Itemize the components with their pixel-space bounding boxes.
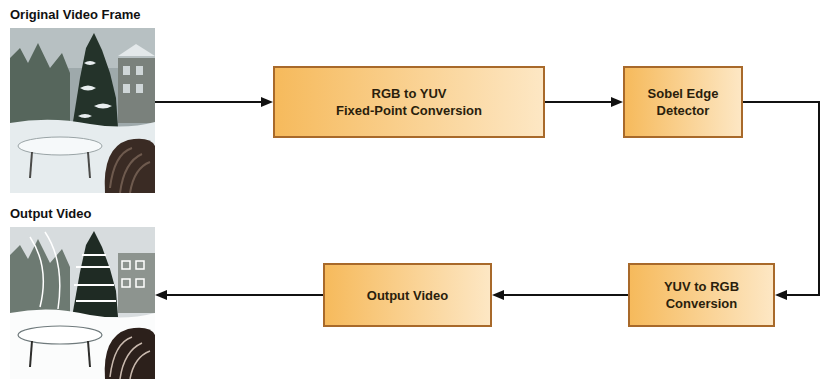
- frame-heading: Output Video: [10, 206, 93, 222]
- frame-heading: Original Video Frame: [10, 7, 143, 23]
- text-word: Fixed-Point: [336, 103, 407, 118]
- connector-line: [166, 294, 323, 296]
- video-frame-image: [10, 28, 155, 193]
- text-word: Sobel: [648, 86, 683, 101]
- text-word: RGB: [710, 279, 739, 294]
- text-word: Video: [63, 7, 98, 22]
- process-box: Output Video: [323, 263, 492, 327]
- video-frame: Output Video: [10, 204, 155, 379]
- flow-arrow: [492, 290, 628, 300]
- output-video-image: [10, 227, 155, 379]
- text-word: Detector: [657, 103, 710, 118]
- text-word: Frame: [102, 7, 141, 22]
- text-word: to: [404, 86, 416, 101]
- process-box: Sobel Edge Detector: [623, 66, 743, 138]
- connector-line: [155, 101, 262, 103]
- box-label: YUV to RGB Conversion: [664, 278, 739, 312]
- arrowhead: [611, 97, 623, 107]
- text-word: Video: [413, 288, 448, 303]
- text-word: RGB: [372, 86, 401, 101]
- text-word: Video: [56, 206, 91, 221]
- arrowhead: [261, 97, 273, 107]
- text-word: YUV: [420, 86, 447, 101]
- arrowhead: [492, 290, 504, 300]
- flow-arrow: [155, 290, 323, 300]
- box-label: Output Video: [367, 287, 448, 304]
- flow-arrow: [155, 97, 273, 107]
- process-box: RGB to YUV Fixed-Point Conversion: [273, 66, 545, 138]
- text-word: Output: [367, 288, 410, 303]
- flow-arrow: [545, 97, 623, 107]
- process-box: YUV to RGB Conversion: [628, 263, 775, 327]
- text-word: Output: [10, 206, 53, 221]
- text-word: Conversion: [410, 103, 482, 118]
- text-word: Original: [10, 7, 59, 22]
- connector-line: [545, 101, 612, 103]
- arrowhead: [155, 290, 167, 300]
- arrowhead: [775, 290, 787, 300]
- box-label: Sobel Edge Detector: [648, 85, 719, 119]
- connector-line: [503, 294, 628, 296]
- text-word: Edge: [687, 86, 719, 101]
- text-word: Conversion: [666, 296, 738, 311]
- text-word: to: [694, 279, 706, 294]
- box-label: RGB to YUV Fixed-Point Conversion: [336, 85, 482, 119]
- text-word: YUV: [664, 279, 691, 294]
- video-frame: Original Video Frame: [10, 5, 155, 193]
